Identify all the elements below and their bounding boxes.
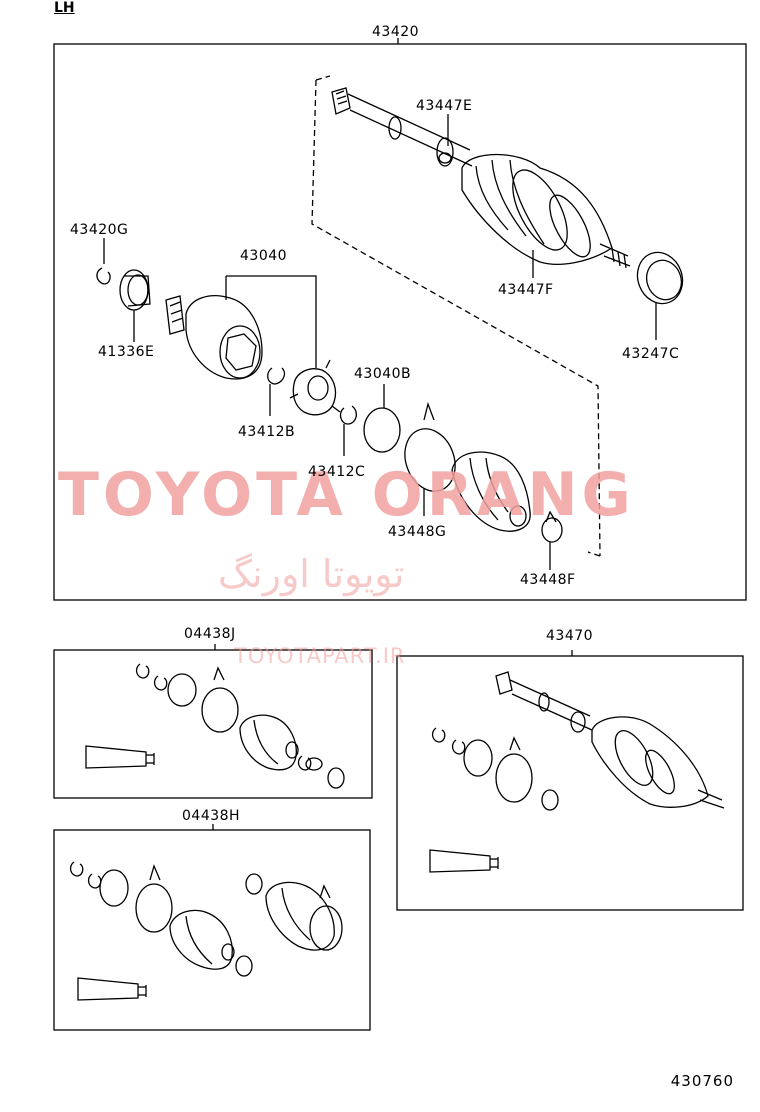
part-43448g-band: [404, 401, 456, 516]
part-43412b-snap-ring: [267, 367, 286, 385]
outboard-boot: [461, 153, 631, 269]
inboard-boot: [451, 451, 531, 532]
subassembly-outline: [311, 79, 601, 557]
label-41336e: 41336E: [98, 344, 155, 360]
drive-shaft: [331, 87, 473, 167]
label-43040b: 43040B: [354, 366, 412, 382]
part-43247c-ring: [636, 251, 684, 340]
label-43448f: 43448F: [520, 572, 576, 588]
label-43247c: 43247C: [622, 346, 680, 362]
label-43448g: 43448G: [388, 524, 447, 540]
kit-j-parts: [85, 663, 345, 789]
label-43040: 43040: [240, 248, 288, 264]
kit-h-parts: [69, 861, 343, 1001]
part-43412c-snap-ring: [339, 405, 358, 425]
part-tripod: [289, 359, 341, 416]
assembly-frame: [53, 43, 747, 601]
label-43447e: 43447E: [416, 98, 473, 114]
part-43040-housing: [165, 275, 317, 380]
label-04438h: 04438H: [182, 808, 241, 824]
part-43448f-band: [541, 510, 563, 570]
part-41336e-bearing: [119, 269, 151, 342]
page-code: 430760: [670, 1072, 734, 1090]
label-43420: 43420: [372, 24, 420, 40]
part-43420g-clip: [96, 238, 111, 285]
label-43412b: 43412B: [238, 424, 296, 440]
label-04438j: 04438J: [184, 626, 236, 642]
label-43470: 43470: [546, 628, 594, 644]
label-43447f: 43447F: [498, 282, 554, 298]
kit-j-frame: [53, 649, 373, 799]
label-43420g: 43420G: [70, 222, 129, 238]
label-43412c: 43412C: [308, 464, 366, 480]
part-43040b-ring: [363, 407, 401, 453]
side-tag: LH: [54, 0, 75, 16]
shaft-assembly-frame: [396, 655, 744, 911]
shaft-assembly-parts: [429, 671, 725, 873]
kit-h-frame: [53, 829, 371, 1031]
